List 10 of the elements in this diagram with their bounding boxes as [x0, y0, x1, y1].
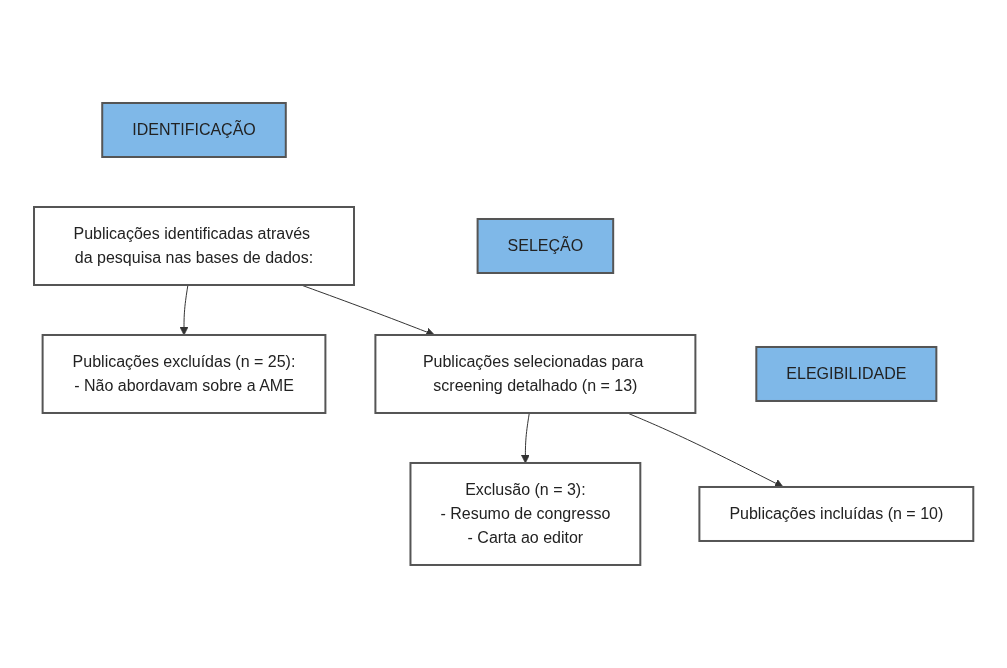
node-box: Publicações selecionadas para screening detalhado (n = 13) — [374, 334, 697, 414]
node-box: IDENTIFICAÇÃO — [101, 102, 287, 158]
node-box: Publicações excluídas (n = 25): - Não abordavam sobre a AME — [41, 334, 327, 414]
arrow — [520, 412, 530, 464]
node-box: Publicações incluídas (n = 10) — [698, 486, 975, 542]
node-box: Publicações identificadas através da pesquisa nas bases de dados: — [32, 206, 355, 286]
node-box: Exclusão (n = 3): - Resumo de congresso - Carta ao editor — [409, 462, 642, 566]
node-box: ELEGIBILIDADE — [755, 346, 938, 402]
node-box: SELEÇÃO — [476, 218, 615, 274]
arrow — [179, 284, 189, 336]
